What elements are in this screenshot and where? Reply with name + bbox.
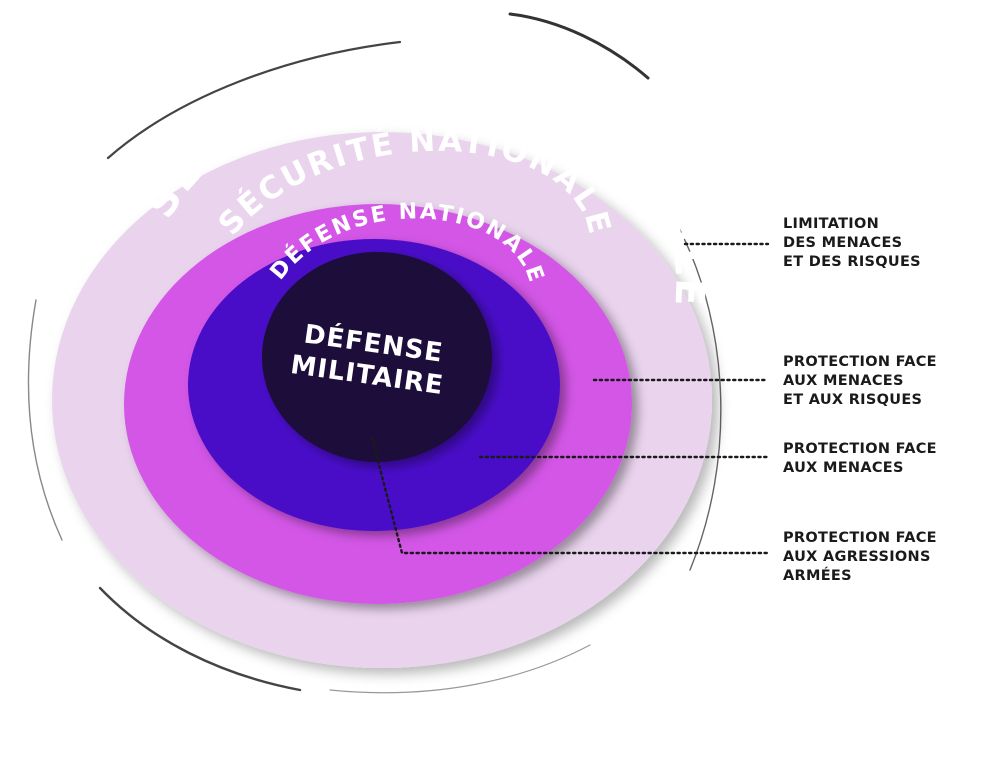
- decorative-swooshes: [27, 12, 722, 694]
- swoosh-bottom: [329, 644, 591, 694]
- callout-3-line-2: AUX MENACES: [783, 460, 904, 476]
- swoosh-bottom-left: [98, 586, 302, 692]
- swoosh-right: [679, 229, 722, 571]
- swoosh-top-right: [508, 12, 650, 80]
- core-defense-militaire: [262, 252, 492, 462]
- callout-4-line-1: PROTECTION FACE: [783, 530, 937, 546]
- callout-2-line-1: PROTECTION FACE: [783, 354, 937, 370]
- callout-2: PROTECTION FACE AUX MENACES ET AUX RISQU…: [783, 354, 942, 408]
- callout-4-line-3: ARMÉES: [783, 567, 852, 584]
- swoosh-top-left: [106, 40, 402, 160]
- callout-3-line-1: PROTECTION FACE: [783, 441, 937, 457]
- swoosh-left: [27, 299, 63, 541]
- callout-2-line-3: ET AUX RISQUES: [783, 392, 922, 408]
- leader-lines: [370, 242, 770, 555]
- leader-line-4: [370, 436, 770, 555]
- callout-4: PROTECTION FACE AUX AGRESSIONS ARMÉES: [783, 530, 942, 584]
- callout-labels: LIMITATION DES MENACES ET DES RISQUES PR…: [783, 216, 942, 584]
- callout-1-line-3: ET DES RISQUES: [783, 254, 921, 270]
- callout-3: PROTECTION FACE AUX MENACES: [783, 441, 942, 476]
- callout-2-line-2: AUX MENACES: [783, 373, 904, 389]
- callout-1-line-2: DES MENACES: [783, 235, 902, 251]
- callout-1: LIMITATION DES MENACES ET DES RISQUES: [783, 216, 921, 270]
- callout-1-line-1: LIMITATION: [783, 216, 879, 232]
- callout-4-line-2: AUX AGRESSIONS: [783, 549, 931, 565]
